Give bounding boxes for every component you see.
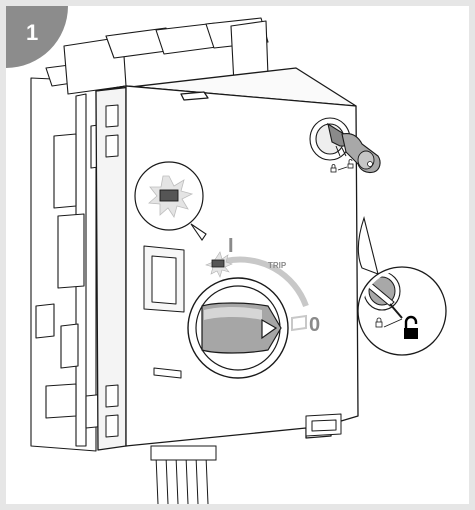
key-lock-callout: [357, 216, 447, 356]
on-position-label: I: [228, 235, 234, 257]
dial-scale-arc: [225, 256, 309, 308]
padlock-closed-icon: [330, 164, 337, 173]
off-position-label: 0: [309, 314, 320, 336]
off-position-mark: [291, 314, 307, 332]
key-lock: [309, 117, 381, 174]
breaker-illustration: I TRIP 0: [30, 17, 447, 504]
rotary-handle: [187, 277, 289, 379]
padlock-closed-icon: [375, 317, 383, 328]
cable-bundle: [150, 445, 217, 504]
trip-position-label: TRIP: [268, 261, 287, 270]
step-badge: [6, 6, 68, 68]
on-indicator-light: [205, 251, 233, 278]
handle-arrow-icon: [261, 318, 278, 340]
indicator-callout: [134, 161, 207, 241]
padlock-open-icon: [347, 159, 354, 169]
padlock-open-icon: [404, 315, 418, 339]
step-number: 1: [26, 20, 39, 45]
key-icon: [327, 122, 381, 174]
